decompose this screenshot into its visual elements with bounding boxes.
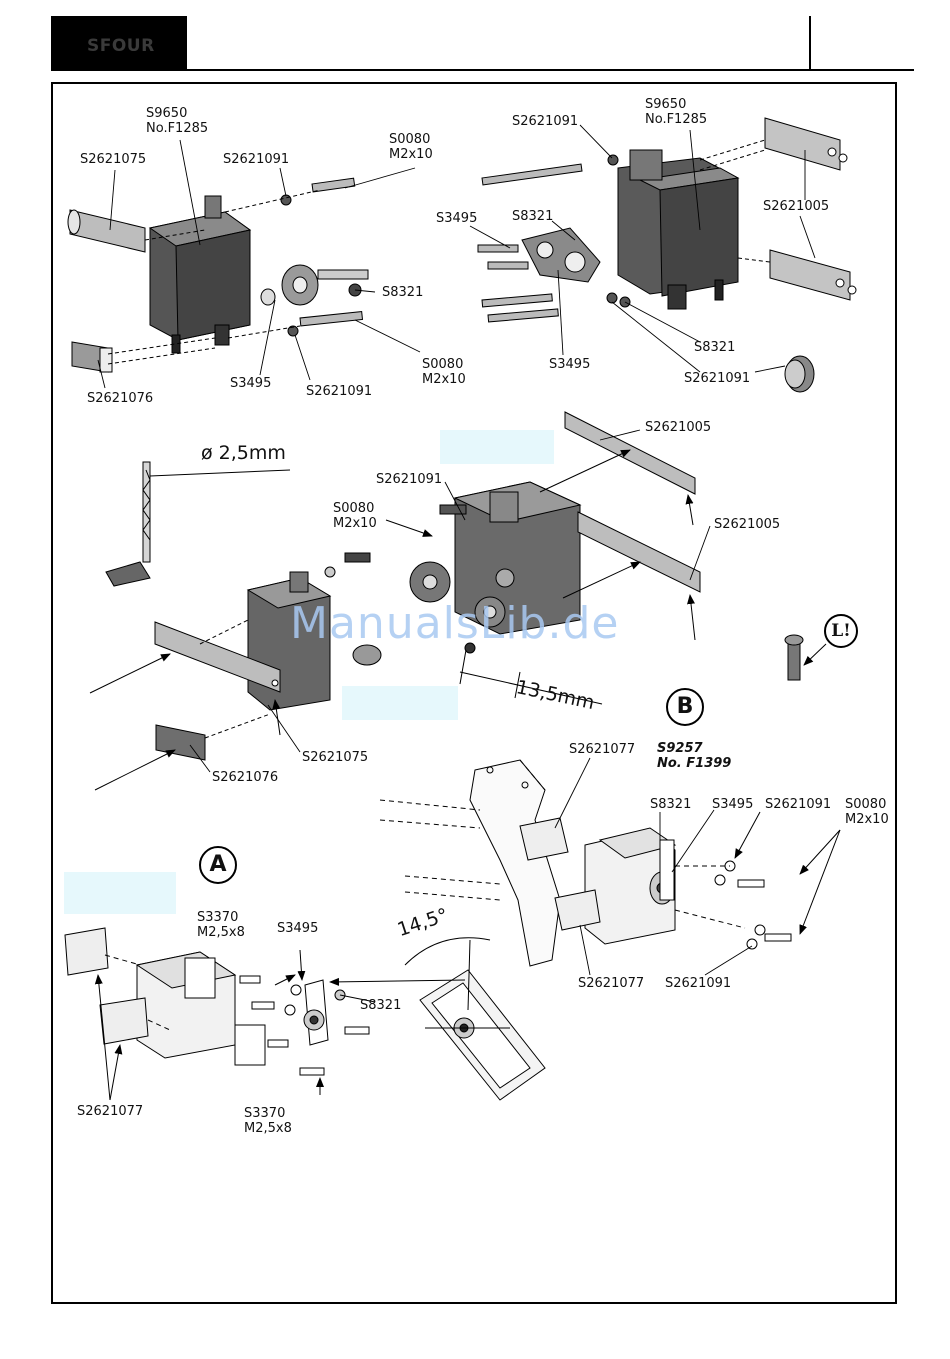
label-s9650: S9650 No.F1285 xyxy=(645,97,708,127)
label-s3495: S3495 xyxy=(230,376,272,391)
label-s2621005: S2621005 xyxy=(645,420,712,435)
label-s3495: S3495 xyxy=(436,211,478,226)
label-s2621091: S2621091 xyxy=(665,976,732,991)
horn-hub-top-left xyxy=(260,264,369,306)
label-s2621077: S2621077 xyxy=(578,976,645,991)
label-s3495: S3495 xyxy=(277,921,319,936)
bar-s2621005-mid-b xyxy=(577,511,701,593)
screws-top-right xyxy=(481,154,631,323)
section-marker-b: B xyxy=(666,688,704,726)
label-s2621077: S2621077 xyxy=(77,1104,144,1119)
servo-a xyxy=(135,951,266,1066)
header-divider xyxy=(809,16,811,70)
label-s0080: S0080 M2x10 xyxy=(333,501,377,531)
blocks-b xyxy=(519,817,601,931)
label-s2621091: S2621091 xyxy=(684,371,751,386)
screws-b xyxy=(379,799,841,950)
loctite-screw xyxy=(784,634,827,681)
label-s9257: S9257 No. F1399 xyxy=(657,741,732,771)
label-s2621091: S2621091 xyxy=(512,114,579,129)
watermark: ManualsLib.de xyxy=(290,598,620,649)
horn-a xyxy=(303,979,346,1046)
label-s8321: S8321 xyxy=(382,285,424,300)
label-s8321: S8321 xyxy=(512,209,554,224)
label-s2621091: S2621091 xyxy=(765,797,832,812)
section-marker-a: A xyxy=(199,846,237,884)
block-s2621076-top xyxy=(71,341,113,373)
screws-top-left xyxy=(224,177,364,339)
bushing-top-right xyxy=(784,355,815,393)
label-s3370: S3370 M2,5x8 xyxy=(244,1106,292,1136)
highlight-box xyxy=(440,430,554,464)
label-s3370: S3370 M2,5x8 xyxy=(197,910,245,940)
label-s3495: S3495 xyxy=(549,357,591,372)
frame-plate-b xyxy=(469,759,561,967)
label-s2621075: S2621075 xyxy=(302,750,369,765)
label-s8321: S8321 xyxy=(694,340,736,355)
loctite-marker: L! xyxy=(824,614,858,648)
label-s0080: S0080 M2x10 xyxy=(845,797,889,827)
drill-bit xyxy=(105,461,291,587)
blocks-a xyxy=(64,927,149,1045)
horn-top-right xyxy=(477,227,601,283)
label-s2621076: S2621076 xyxy=(212,770,279,785)
servo-b xyxy=(584,827,677,945)
servo-middle-right xyxy=(409,481,582,654)
label-s2621091: S2621091 xyxy=(223,152,290,167)
bar-s2621005-top-b xyxy=(769,249,857,301)
label-s2621005: S2621005 xyxy=(714,517,781,532)
label-s2621005: S2621005 xyxy=(763,199,830,214)
screws-a xyxy=(94,949,370,1101)
label-s8321: S8321 xyxy=(360,998,402,1013)
header-rule xyxy=(51,69,914,71)
highlight-box xyxy=(64,872,176,914)
bar-s2621075-mid xyxy=(154,621,281,693)
label-s2621075: S2621075 xyxy=(80,152,147,167)
brand-logo-text: SFOUR xyxy=(87,36,155,56)
label-s2621076: S2621076 xyxy=(87,391,154,406)
servo-rotated xyxy=(404,937,546,1101)
label-s3495: S3495 xyxy=(712,797,754,812)
highlight-box xyxy=(342,686,458,720)
label-s8321: S8321 xyxy=(650,797,692,812)
label-s2621091: S2621091 xyxy=(376,472,443,487)
brand-logo: SFOUR xyxy=(51,16,187,70)
bar-s2621075-top xyxy=(67,209,146,253)
label-s2621077: S2621077 xyxy=(569,742,636,757)
label-s0080: S0080 M2x10 xyxy=(389,132,433,162)
label-s0080: S0080 M2x10 xyxy=(422,357,466,387)
label-s2621091: S2621091 xyxy=(306,384,373,399)
bar-s2621005-top-a xyxy=(764,117,848,171)
label-s9650: S9650 No.F1285 xyxy=(146,106,209,136)
label-diameter: ø 2,5mm xyxy=(201,442,286,464)
servo-top-left xyxy=(148,195,252,354)
servo-top-right xyxy=(617,149,740,310)
page-frame xyxy=(51,82,897,1304)
